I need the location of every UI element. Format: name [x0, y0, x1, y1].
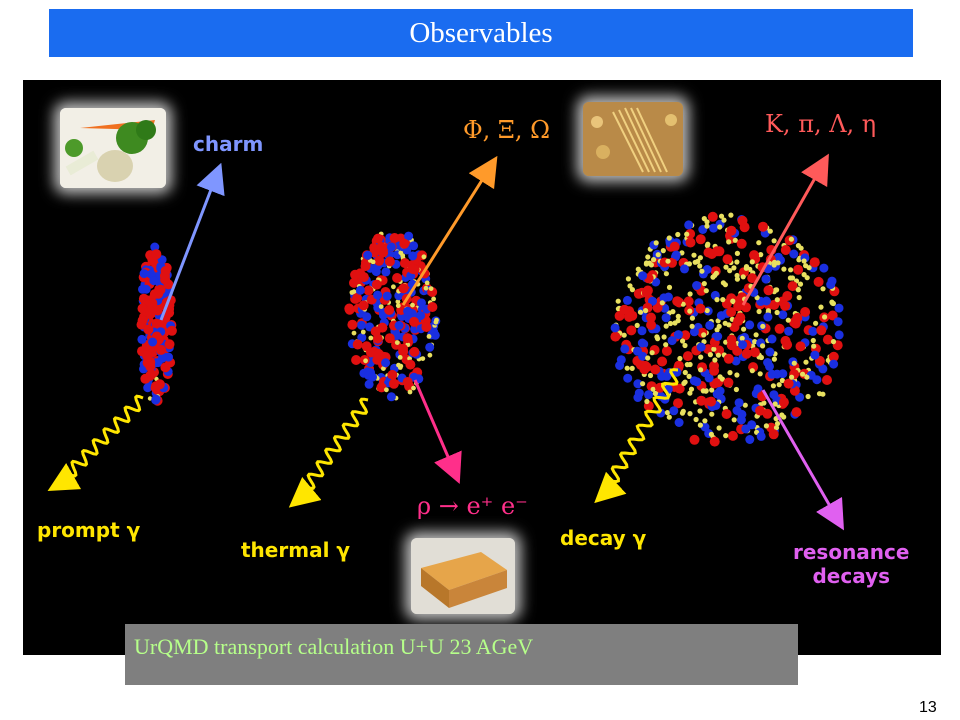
thermal-fireball-cluster	[344, 231, 441, 402]
light-hadron-arrow	[741, 153, 829, 306]
caption-box: UrQMD transport calculation U+U 23 AGeV	[125, 624, 798, 685]
light-hadrons-label: K, π, Λ, η	[765, 110, 877, 138]
arrows	[159, 153, 844, 531]
decay-photon-label: decay γ	[560, 526, 647, 550]
bread-photo	[411, 538, 515, 614]
strange-baryons-label: Φ, Ξ, Ω	[463, 116, 550, 144]
thermal-photon-wave	[288, 397, 369, 508]
rho-dilepton-label: ρ → e⁺ e⁻	[417, 492, 528, 520]
thermal-photon-label: thermal γ	[241, 538, 351, 562]
page-number: 13	[919, 699, 937, 716]
pasta-photo	[583, 102, 683, 176]
prompt-photon-label: prompt γ	[37, 518, 141, 542]
dilepton-arrow	[413, 379, 462, 485]
collision-drawing	[47, 153, 844, 531]
slide-title: Observables	[409, 16, 553, 49]
initial-collision-cluster	[136, 242, 177, 406]
particle-clusters	[136, 211, 844, 447]
strange-arrow	[401, 155, 498, 306]
decay-photon-wave	[594, 368, 679, 504]
resonance-arrow	[761, 389, 844, 531]
slide-title-bar: Observables	[49, 9, 913, 57]
collision-figure: charm Φ, Ξ, Ω K, π, Λ, η prompt γ therma…	[23, 80, 941, 655]
vegetables-photo	[60, 108, 166, 188]
resonance-decays-line2: decays	[812, 564, 891, 588]
photon-waves	[47, 368, 679, 508]
resonance-decays-line1: resonance	[793, 540, 910, 564]
expanding-fireball-cluster	[610, 211, 844, 447]
charm-label: charm	[193, 132, 264, 156]
charm-arrow	[159, 162, 225, 321]
resonance-decays-label: resonance decays	[793, 540, 909, 588]
prompt-photon-wave	[47, 394, 144, 491]
caption-text: UrQMD transport calculation U+U 23 AGeV	[134, 634, 534, 659]
